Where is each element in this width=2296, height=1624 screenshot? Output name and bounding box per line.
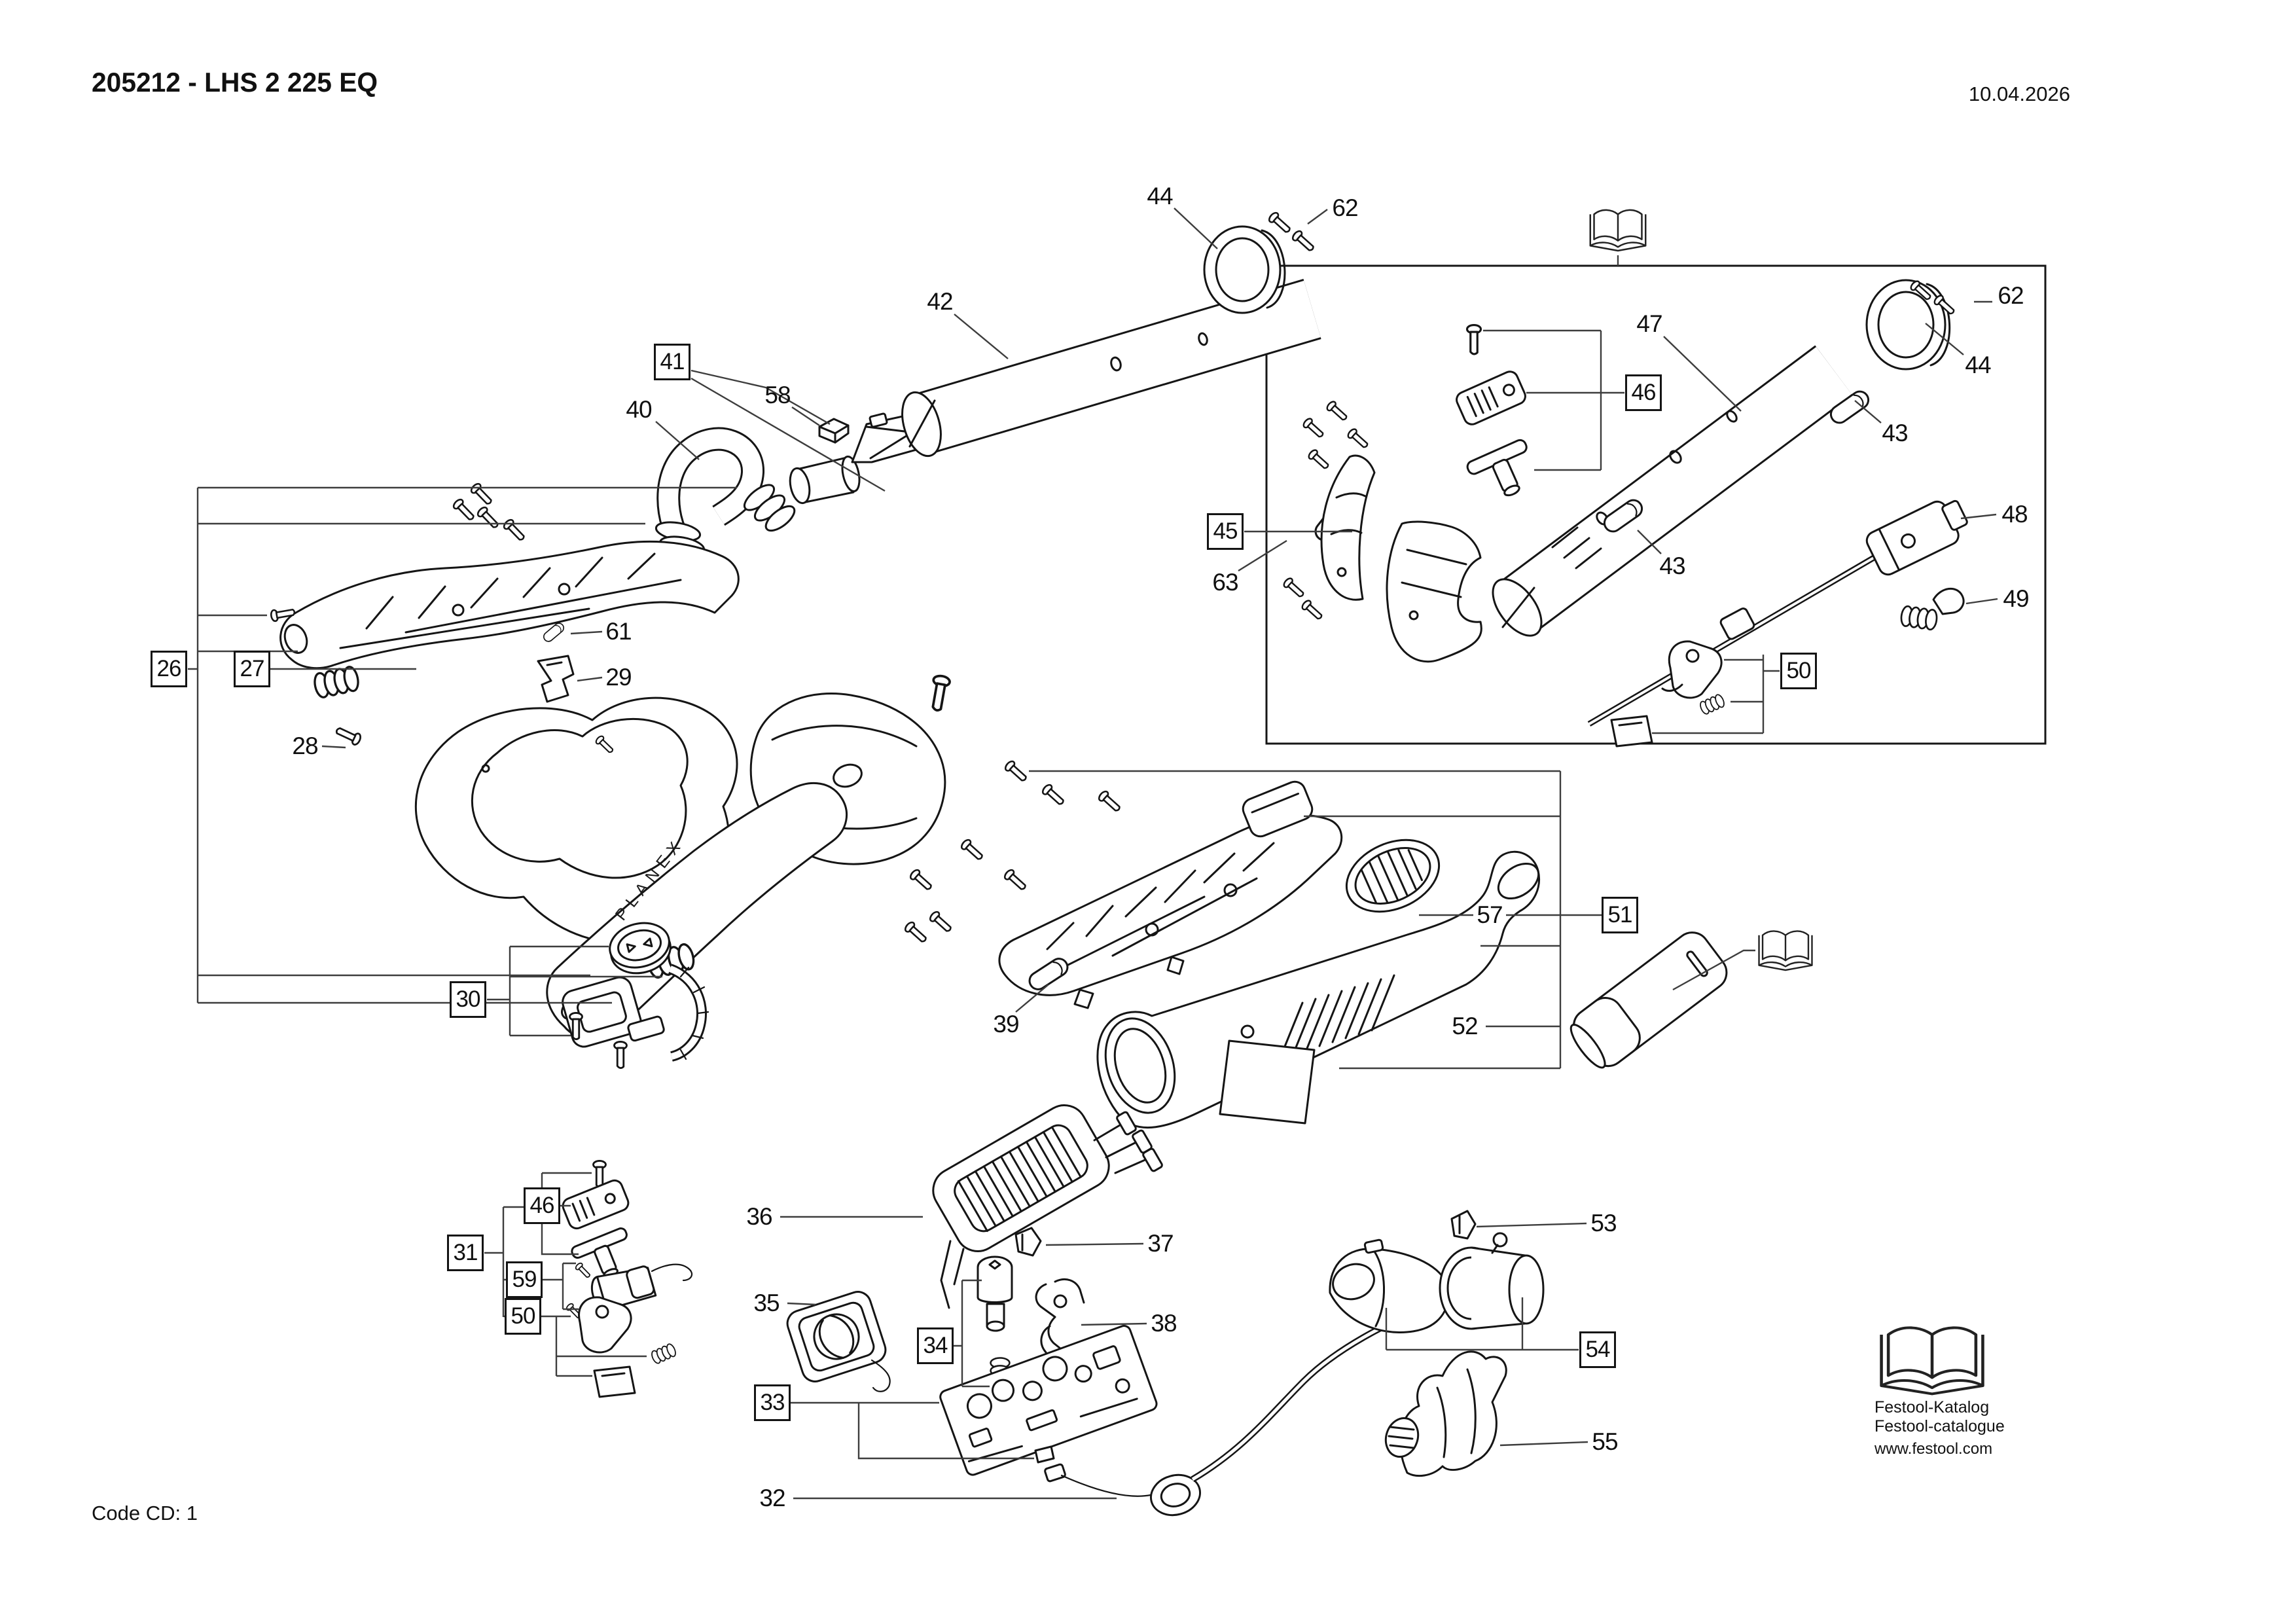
code-cd: Code CD: 1 [92,1502,198,1525]
panel-tube-47 [1492,345,1853,637]
part-callout-45: 45 [1207,513,1244,550]
part-callout-28: 28 [292,732,318,759]
exhaust-grille-57 [1345,839,1441,913]
plunger-34 [977,1255,1013,1392]
label-pad-52 [1219,1039,1316,1125]
wedge-37 [1014,1227,1042,1257]
part-callout-39: 39 [993,1011,1019,1038]
coil-spring [312,664,361,700]
part-callout-33: 33 [754,1384,791,1421]
switch-module-30 [562,922,709,1070]
catalog-caption: Festool-Katalog Festool-catalogue [1874,1398,2005,1435]
part-callout-62: 62 [1998,282,2024,309]
part-callout-38: 38 [1151,1310,1177,1337]
document-date: 10.04.2026 [1968,82,2070,105]
screw-62 [1266,210,1293,236]
part-callout-43: 43 [1882,420,1908,446]
open-book-icon [1589,209,1647,252]
part-callout-36: 36 [746,1203,772,1230]
extension-tube-42 [901,278,1321,458]
part-callout-35: 35 [753,1290,780,1316]
field-coil-36 [932,1104,1163,1309]
connector-small-33 [1034,1445,1055,1464]
part-callout-46: 46 [1625,374,1662,411]
holder-fork-55 [1384,1350,1507,1477]
housing-upper-shell [998,814,1343,1009]
part-callout-34: 34 [917,1327,954,1364]
clip-38 [1035,1278,1085,1355]
part-callout-52: 52 [1452,1013,1478,1039]
part-callout-61: 61 [605,618,632,645]
part-callout-42: 42 [927,288,953,315]
part-callout-49: 49 [2003,585,2029,612]
latch-spring-49 [1899,587,1965,632]
part-callout-50: 50 [505,1298,541,1335]
drive-rod-48 [1587,499,1968,727]
part-callout-46: 46 [524,1187,560,1224]
electronics-pcb-33 [939,1325,1158,1476]
housing-cover-flap [1242,780,1314,838]
column-59-parts [565,1261,693,1330]
column-46-parts [562,1160,630,1278]
part-callout-26: 26 [151,651,187,687]
panel-end-cap-44 [1865,279,1950,370]
screw-28 [333,723,363,747]
part-callout-54: 54 [1579,1331,1616,1368]
leader-lines [188,208,1998,1500]
part-callout-48: 48 [2001,501,2028,528]
part-callout-50: 50 [1780,653,1817,689]
part-callout-30: 30 [450,981,486,1018]
lock-set-50 [1610,640,1727,748]
hose-elbow-54 [1329,1232,1545,1333]
clip-29 [537,655,575,703]
part-callout-40: 40 [626,396,652,423]
part-callout-53: 53 [1590,1210,1617,1236]
clip-53 [1450,1210,1477,1240]
part-callout-62: 62 [1332,194,1358,221]
part-callout-51: 51 [1602,897,1638,933]
slide-block-58 [818,418,850,444]
part-callout-55: 55 [1592,1428,1618,1455]
column-50-parts [578,1296,678,1398]
page-title: 205212 - LHS 2 225 EQ [92,67,378,98]
part-callout-58: 58 [764,382,791,408]
open-book-icon [1758,930,1813,971]
part-callout-37: 37 [1147,1230,1174,1257]
tube-end-cap-44 [1203,225,1286,314]
part-callout-29: 29 [605,664,632,691]
handle-upper-26 [269,481,740,670]
catalog-name-de: Festool-Katalog [1874,1398,1990,1416]
storage-sleeve [1570,931,1728,1069]
part-callout-44: 44 [1965,352,1991,378]
detail-panel-frame [1265,264,2047,745]
part-callout-44: 44 [1147,183,1173,209]
bearing-shells-45 [1282,399,1482,663]
part-callout-63: 63 [1212,569,1238,596]
part-callout-57: 57 [1477,901,1503,928]
open-book-icon [1882,1327,1983,1394]
catalog-name-en: Festool-catalogue [1874,1416,2005,1435]
part-callout-41: 41 [654,344,691,380]
part-callout-27: 27 [234,651,270,687]
catalog-url: www.festool.com [1874,1440,1993,1458]
clamp-lever-46 [1456,323,1528,497]
part-callout-43: 43 [1659,552,1685,579]
part-callout-59: 59 [506,1261,543,1298]
fan-pad-35 [786,1291,891,1392]
part-callout-32: 32 [759,1485,785,1511]
screw-62 [1290,228,1317,255]
part-callout-31: 31 [447,1235,484,1271]
housing-lower-motor [1096,850,1540,1129]
part-callout-47: 47 [1636,310,1662,337]
